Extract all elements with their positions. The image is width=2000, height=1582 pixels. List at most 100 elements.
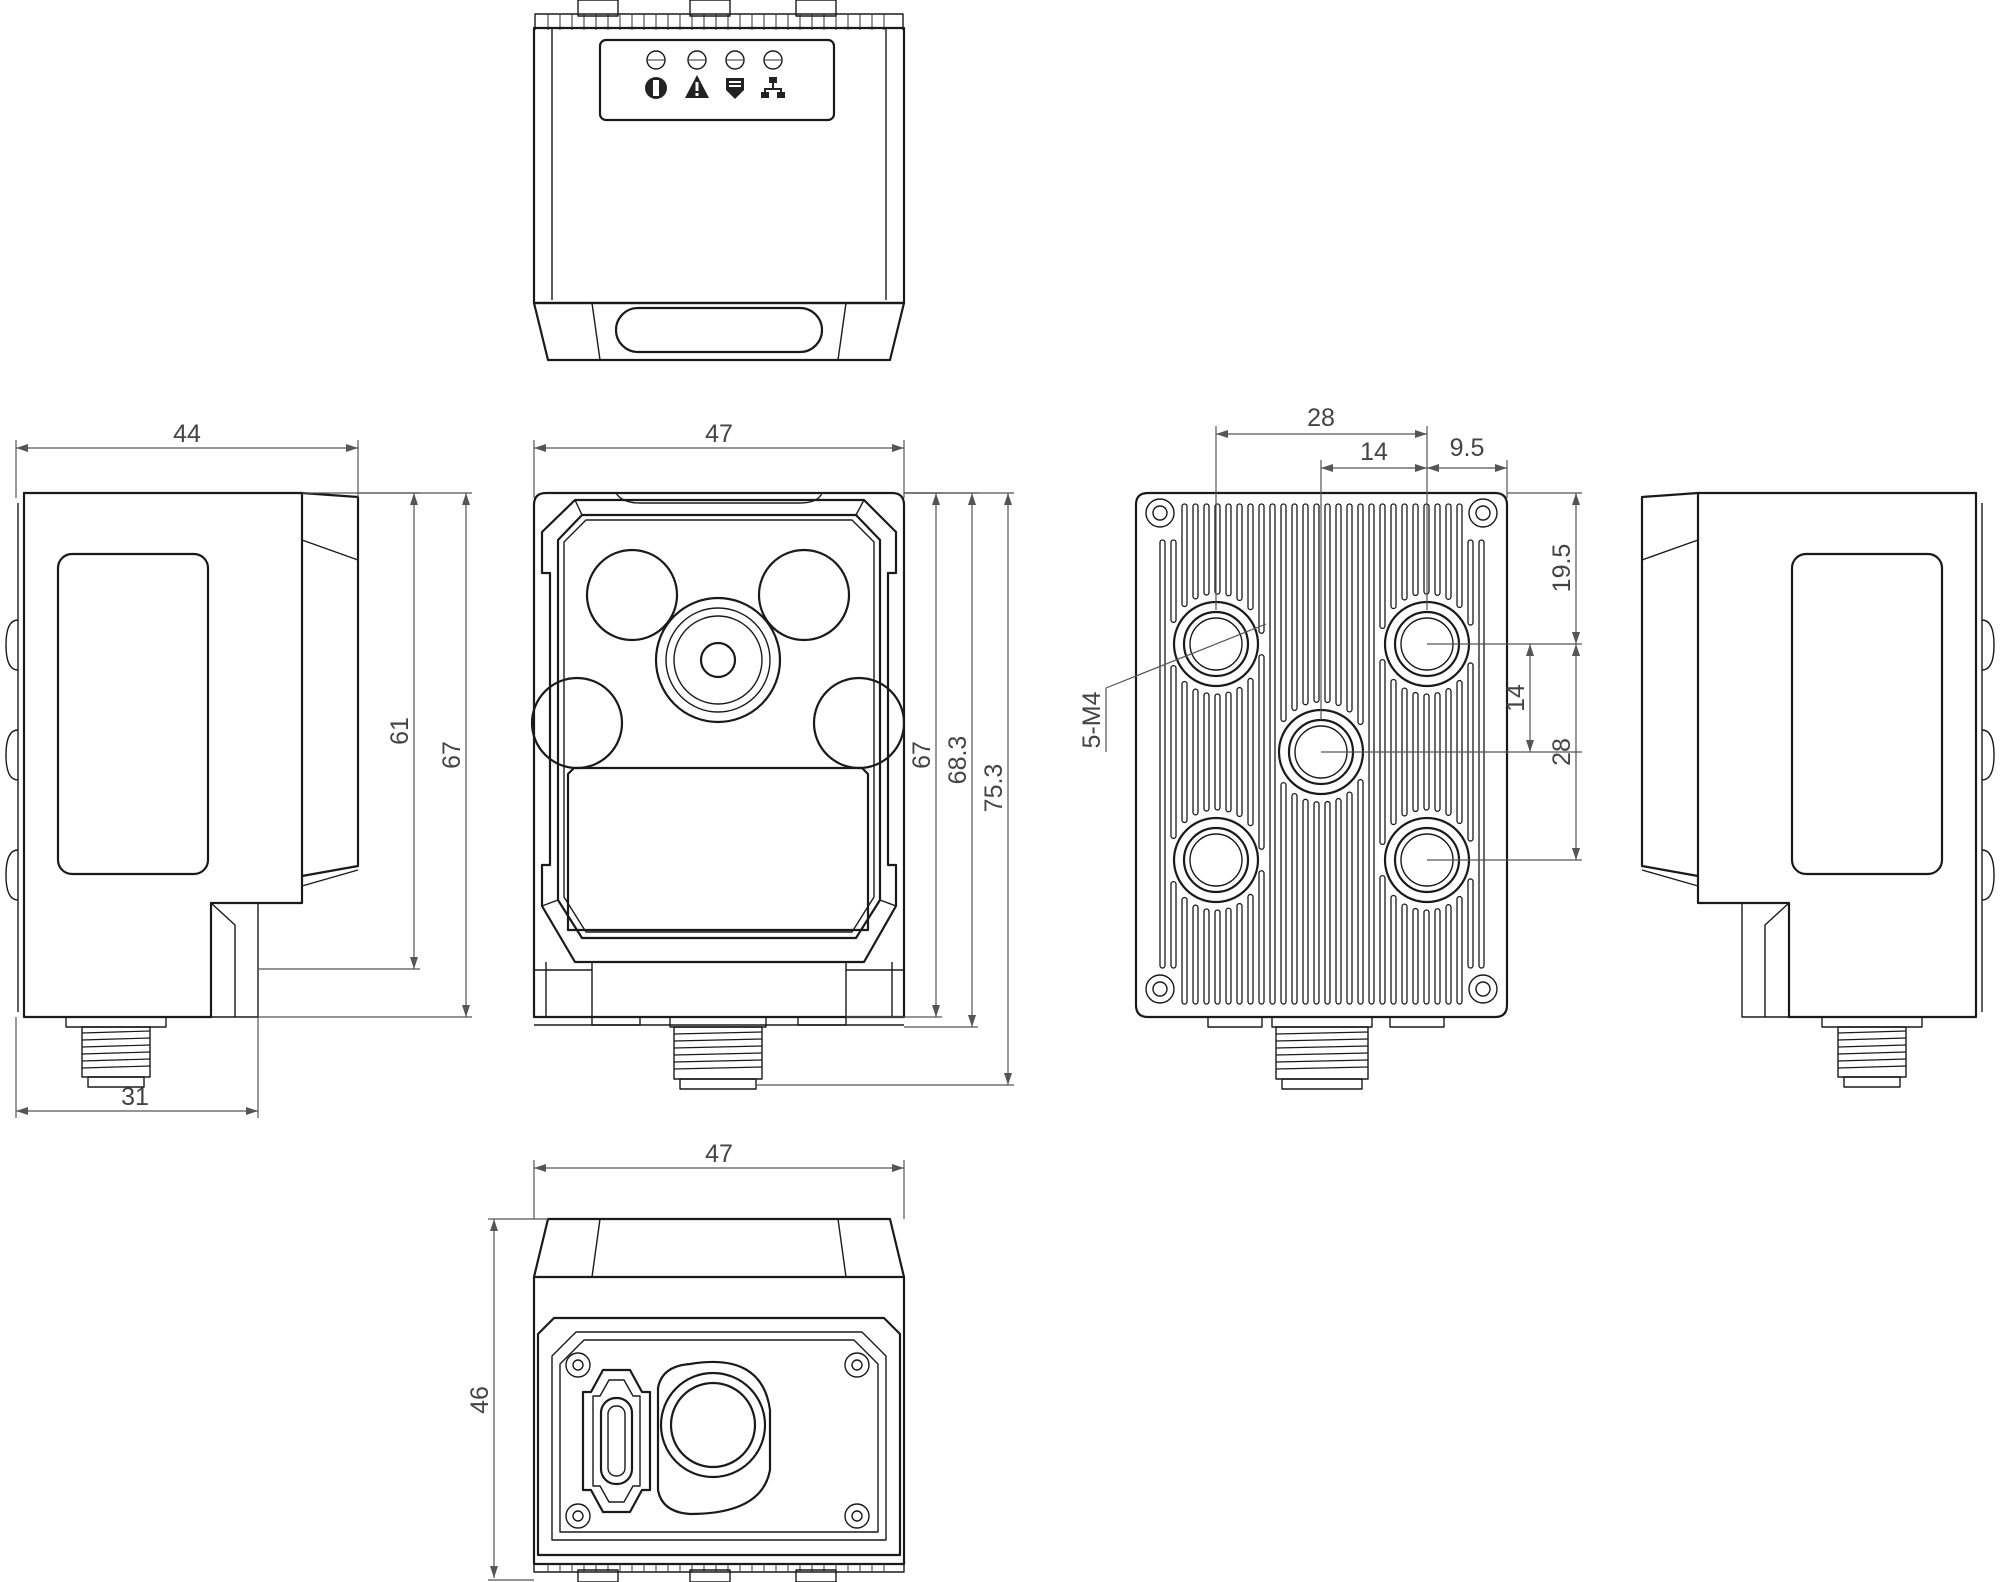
heat-sink-fin	[1225, 907, 1232, 1005]
heat-sink-fin	[1335, 503, 1342, 707]
heat-sink-fin	[1236, 686, 1243, 818]
heat-sink-fin	[1335, 797, 1342, 1005]
heat-sink-fin	[1214, 693, 1221, 811]
heat-sink-fin	[1390, 503, 1397, 610]
network-icon	[761, 77, 785, 98]
bottom-usb-port	[581, 1368, 652, 1514]
heat-sink-fin	[1225, 503, 1232, 597]
heat-sink-fin	[1214, 909, 1221, 1005]
heat-sink-fin	[1181, 503, 1188, 608]
power-icon	[645, 77, 667, 99]
heat-sink-fin	[1247, 503, 1254, 611]
dim-back-hole-span-x: 28	[1307, 404, 1335, 432]
front-connector	[669, 1016, 767, 1090]
heat-sink-fin	[1302, 503, 1309, 706]
bottom-connector-face	[656, 1360, 772, 1516]
heat-sink-fin	[1368, 503, 1375, 1005]
dimension-lines	[15, 426, 1582, 1581]
illumination-led-2	[757, 548, 851, 642]
dim-bottom-width: 47	[705, 1140, 733, 1168]
illumination-led-3	[530, 676, 624, 770]
heat-sink-fin	[1203, 692, 1210, 812]
heat-sink-fin	[1236, 503, 1243, 602]
heat-sink-fin	[1456, 503, 1463, 609]
corner-holes	[1145, 498, 1498, 1004]
dim-bottom-depth: 46	[466, 1386, 494, 1414]
heat-sink-fin	[1181, 896, 1188, 1005]
top-view-knurl	[534, 0, 904, 30]
illumination-led-1	[585, 548, 679, 642]
heat-sink-fin	[1324, 503, 1331, 704]
led-panel	[598, 38, 836, 122]
led-row	[646, 50, 783, 70]
heat-sink-fin	[1346, 791, 1353, 1005]
heat-sink-fin	[1357, 778, 1364, 1005]
heat-sink-fin	[1291, 792, 1298, 1005]
dim-back-hole-offset-y: 19.5	[1548, 544, 1576, 593]
top-view-body	[532, 26, 906, 305]
side-view-right	[1640, 491, 1995, 1088]
heat-sink-fin	[1313, 801, 1320, 1005]
heat-sink-fin	[1467, 878, 1474, 969]
heat-sink-fin	[1247, 677, 1254, 827]
heat-sink-fin	[1379, 875, 1386, 1005]
heat-sink-fin	[1159, 539, 1166, 969]
heat-sink-fin	[1258, 870, 1265, 1005]
side-window-left	[56, 552, 210, 876]
dimension-labels: 44 31 61 67 47 67 68.3 75.3 28 14 9.5 19…	[121, 404, 1576, 1414]
heat-sink-fin	[1445, 503, 1452, 600]
heat-sink-fin	[1203, 908, 1210, 1005]
heat-sink-fin	[1401, 903, 1408, 1005]
heat-sink-fin	[1379, 503, 1386, 629]
side-connector-left	[65, 1016, 167, 1088]
camera-lens	[654, 596, 782, 724]
heat-sink-fin	[1456, 895, 1463, 1005]
bottom-knurl	[533, 1564, 905, 1582]
back-fins	[1159, 503, 1485, 1005]
dim-side-height-outer: 67	[438, 741, 466, 769]
heat-sink-fin	[1258, 503, 1265, 634]
illumination-led-4	[812, 676, 906, 770]
front-view	[530, 491, 906, 1090]
side-connector-right	[1821, 1016, 1923, 1088]
side-view-left	[5, 491, 360, 1088]
heat-sink-fin	[1269, 503, 1276, 1005]
heat-sink-fin	[1280, 503, 1287, 723]
heat-sink-fin	[1467, 539, 1474, 626]
heat-sink-fin	[1236, 902, 1243, 1005]
bottom-screws	[565, 1352, 870, 1529]
heat-sink-fin	[1390, 894, 1397, 1005]
dim-hole-callout: 5-M4	[1078, 691, 1106, 748]
heat-sink-fin	[1170, 539, 1177, 624]
dim-back-hole-center-y: 14	[1502, 684, 1530, 712]
warning-icon	[685, 75, 709, 98]
dim-front-width: 47	[705, 420, 733, 448]
heat-sink-fin	[1170, 880, 1177, 969]
heat-sink-fin	[1423, 909, 1430, 1005]
dim-back-hole-edge-x: 9.5	[1450, 434, 1485, 462]
heat-sink-fin	[1258, 654, 1265, 850]
heat-sink-fin	[1445, 904, 1452, 1005]
heat-sink-fin	[1280, 781, 1287, 1005]
heat-sink-fin	[1192, 503, 1199, 600]
dim-back-hole-center-x: 14	[1360, 438, 1388, 466]
heat-sink-fin	[1181, 680, 1188, 824]
heat-sink-fin	[1291, 503, 1298, 712]
trigger-icon	[726, 78, 744, 99]
dim-front-height-body: 67	[908, 741, 936, 769]
heat-sink-fin	[1203, 503, 1210, 596]
heat-sink-fin	[1313, 503, 1320, 703]
heat-sink-fin	[1357, 503, 1364, 726]
heat-sink-fin	[1434, 908, 1441, 1005]
heat-sink-fin	[1225, 691, 1232, 813]
heat-sink-fin	[1412, 907, 1419, 1005]
heat-sink-fin	[1324, 800, 1331, 1005]
dim-side-connector-offset: 31	[121, 1083, 149, 1111]
heat-sink-fin	[1412, 503, 1419, 597]
dim-side-height-inner: 61	[386, 717, 414, 745]
heat-sink-fin	[1192, 904, 1199, 1005]
dim-back-hole-span-y: 28	[1548, 738, 1576, 766]
dim-front-height-window: 68.3	[944, 736, 972, 785]
dim-front-height-connector: 75.3	[980, 764, 1008, 813]
